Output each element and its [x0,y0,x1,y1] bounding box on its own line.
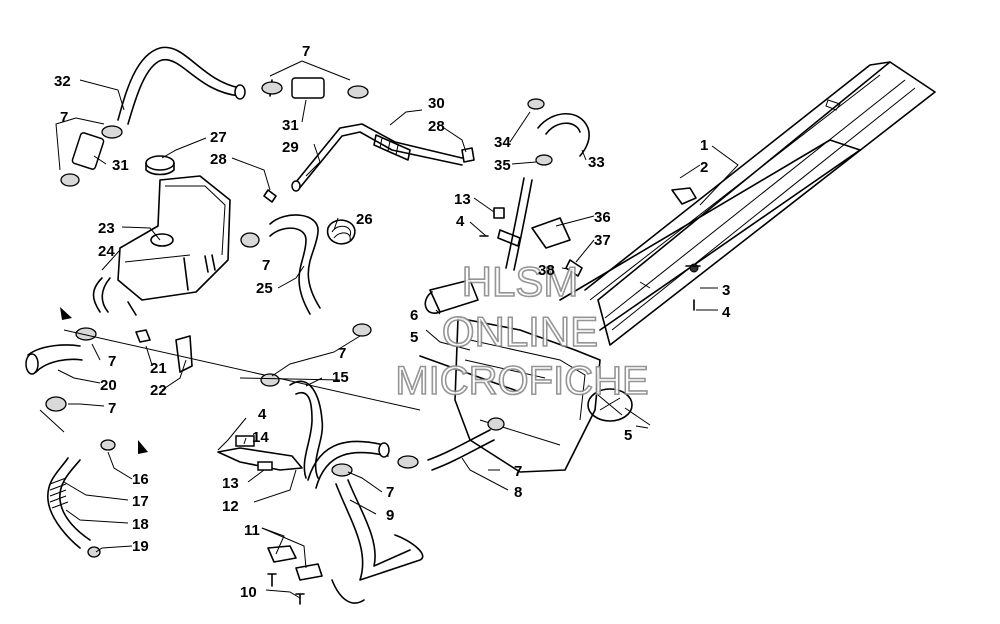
callout-26: 26 [356,211,373,228]
callout-9: 9 [386,507,394,524]
callout-22: 22 [150,382,167,399]
callout-25: 25 [256,280,273,297]
hose-clamp-group [239,323,372,381]
callout-14: 14 [252,429,269,446]
callout-7: 7 [108,400,116,417]
coolant-surge-tank [92,155,231,316]
watermark: HLSM ONLINE MICROFICHE [395,257,650,404]
callout-18: 18 [132,516,149,533]
callout-21: 21 [150,360,167,377]
callout-28: 28 [428,118,445,135]
callout-31: 31 [112,157,129,174]
callout-4: 4 [258,406,267,423]
callout-1: 1 [700,137,708,154]
callout-37: 37 [594,232,611,249]
callout-4: 4 [722,304,731,321]
direction-arrow [138,440,148,454]
callout-5: 5 [624,427,632,444]
callout-28: 28 [210,151,227,168]
mount-bracket-12 [217,435,323,605]
upper-hose-assembly [60,46,369,187]
callout-7: 7 [262,257,270,274]
callout-31: 31 [282,117,299,134]
callout-35: 35 [494,157,511,174]
direction-arrow [60,307,72,320]
callout-16: 16 [132,471,149,488]
upper-right-hose [479,98,590,277]
callout-11: 11 [244,522,260,539]
callout-7: 7 [108,353,116,370]
hose-25 [240,189,321,315]
callout-4: 4 [456,213,465,230]
watermark-line-1: HLSM [462,258,579,305]
rail-mount-bracket [671,187,701,311]
callout-34: 34 [494,134,511,151]
callout-2: 2 [700,159,708,176]
callout-13: 13 [222,475,239,492]
leader-lines [55,60,739,599]
callout-27: 27 [210,129,227,146]
callout-17: 17 [132,493,149,510]
callout-15: 15 [332,369,349,386]
callout-8: 8 [514,484,522,501]
callout-7: 7 [302,43,310,60]
left-lower-hoses [25,327,421,558]
callout-7: 7 [514,463,522,480]
callout-6: 6 [410,307,418,324]
watermark-line-3: MICROFICHE [395,359,648,403]
spring-clamp [326,219,356,245]
callout-10: 10 [240,584,257,601]
callout-3: 3 [722,282,730,299]
callout-29: 29 [282,139,299,156]
callout-24: 24 [98,243,115,260]
callout-12: 12 [222,498,239,515]
callout-32: 32 [54,73,71,90]
callout-13: 13 [454,191,471,208]
callout-labels: 1 2 3 4 4 4 5 5 6 7 7 7 7 7 7 7 7 8 9 10… [54,43,731,601]
watermark-line-2: ONLINE [442,308,598,355]
callout-5: 5 [410,329,418,346]
callout-36: 36 [594,209,611,226]
callout-7: 7 [338,345,346,362]
coolant-pipe [291,123,475,192]
callout-33: 33 [588,154,605,171]
callout-20: 20 [100,377,117,394]
callout-30: 30 [428,95,445,112]
callout-7: 7 [60,109,68,126]
callout-38: 38 [538,262,555,279]
chaincase-housing [419,279,651,473]
callout-19: 19 [132,538,149,555]
callout-23: 23 [98,220,115,237]
lower-coolant-hoses [260,373,505,604]
callout-7: 7 [386,484,394,501]
tunnel-cooler-rail [559,61,936,346]
